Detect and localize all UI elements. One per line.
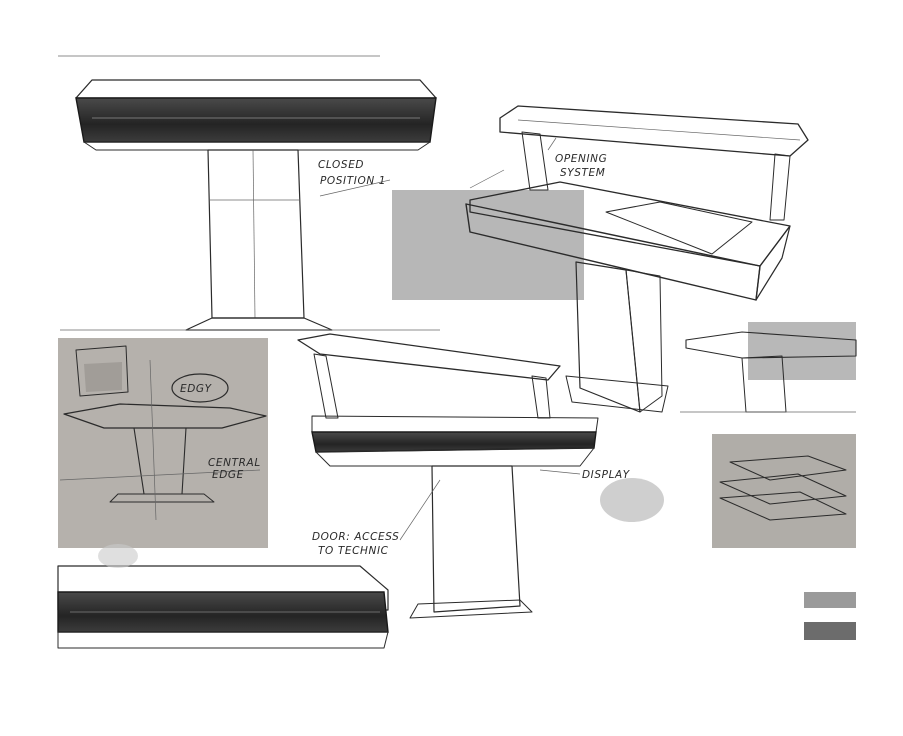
- annotation-opening: OPENING: [555, 153, 607, 165]
- sketch-detail-bottom: [57, 544, 389, 649]
- marker-swatches: [804, 592, 856, 640]
- sketch-side-view-right: [680, 322, 857, 413]
- annotation-central: CENTRAL: [208, 457, 261, 469]
- annotation-system: SYSTEM: [560, 167, 605, 179]
- annotation-position-1: POSITION 1: [320, 175, 386, 187]
- annotation-to-technic: TO TECHNIC: [318, 545, 389, 557]
- sketch-opening-system: [392, 105, 809, 413]
- sketch-closed-position: [58, 55, 440, 331]
- sketch-panel-edgy: [58, 338, 268, 548]
- annotation-display: DISPLAY: [582, 469, 631, 481]
- annotation-closed: CLOSED: [318, 159, 364, 171]
- sketch-panel-stacked: [712, 434, 856, 548]
- annotation-edgy: EDGY: [180, 383, 213, 395]
- annotation-door-access: DOOR: ACCESS: [312, 531, 399, 543]
- sketch-display-open: [297, 333, 664, 619]
- annotation-edge: EDGE: [212, 469, 244, 481]
